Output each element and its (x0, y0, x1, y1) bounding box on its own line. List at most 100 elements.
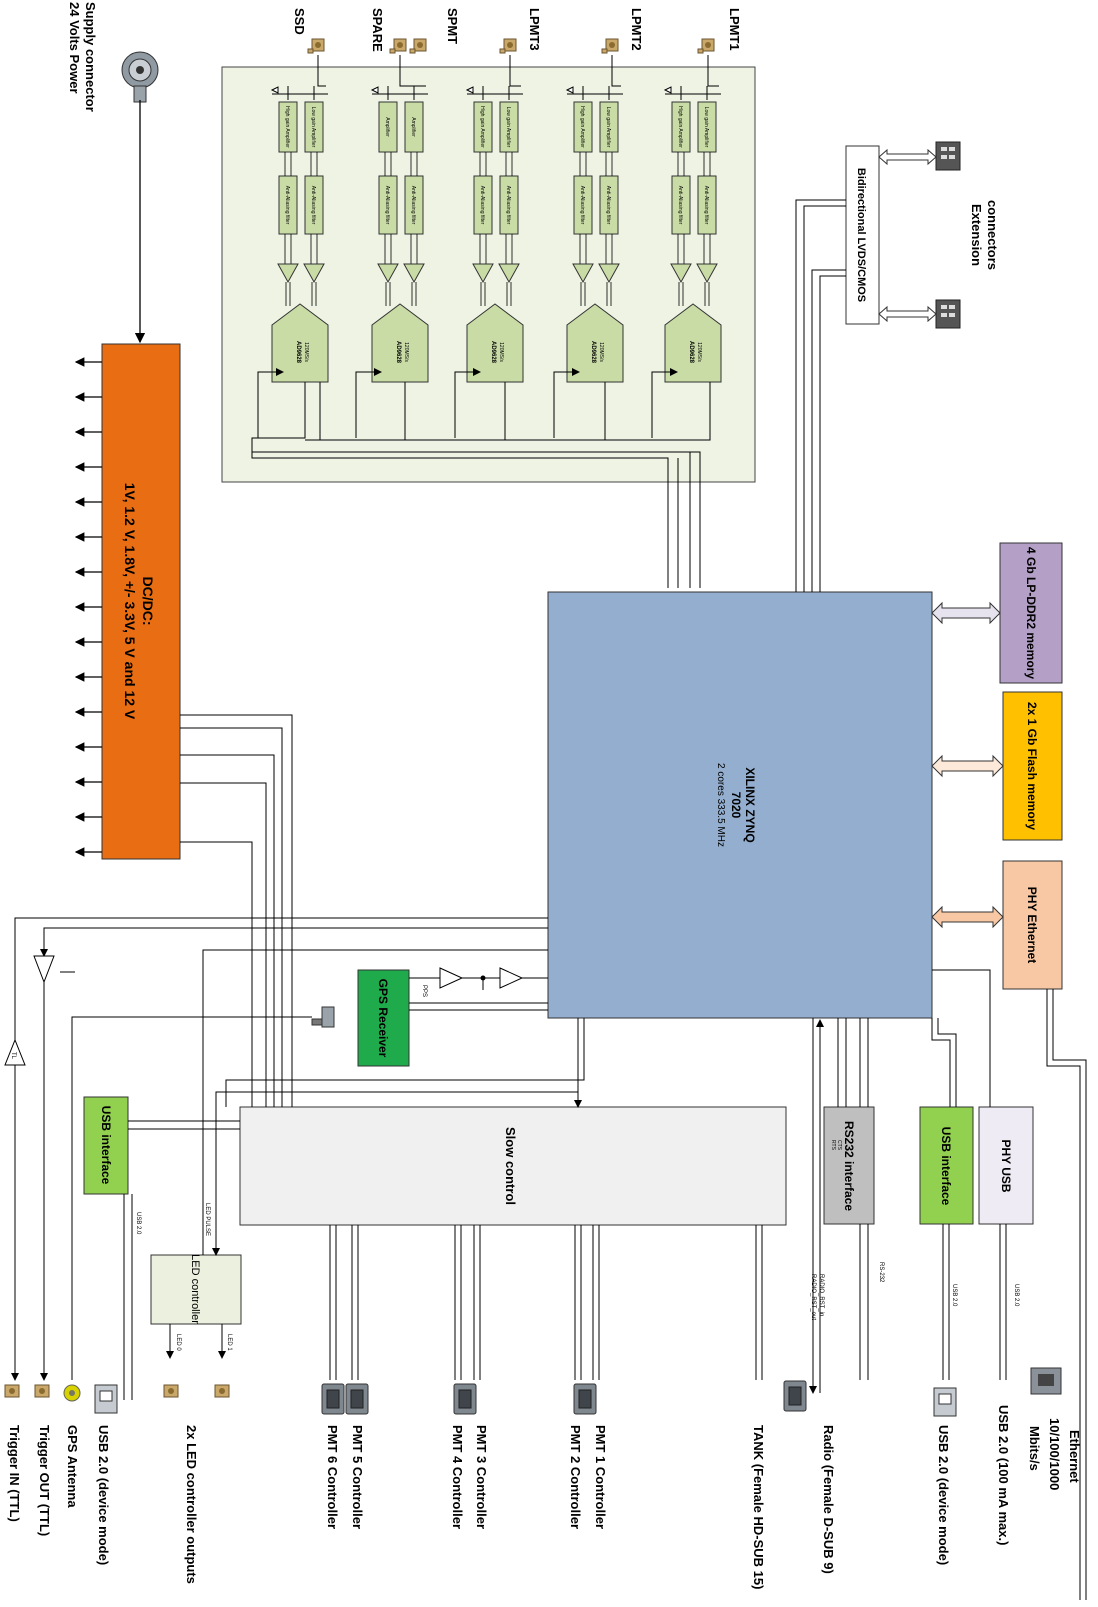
led-out1-label: LED 1 (226, 1334, 232, 1351)
led-controller-block (150, 1254, 242, 1325)
radio-rst-in-label: RADIO_RST_in (818, 1274, 824, 1316)
extension-connector-bottom-icon (935, 299, 961, 329)
coax-connector-icons (4, 1384, 230, 1398)
extension-label-1: Extension (969, 204, 984, 266)
usb-device-left-label: USB 2.0 (device mode) (96, 1425, 111, 1565)
pps-junction (480, 975, 486, 981)
ddr-memory-block (999, 542, 1063, 684)
gps-receiver-block (357, 969, 410, 1067)
extension-connector-top-icon (935, 141, 961, 171)
flash-memory-block (1002, 691, 1063, 841)
usb-interface-left-block (83, 1096, 129, 1195)
pps-buffer-2 (499, 967, 524, 989)
coax-spmt-icon (409, 38, 427, 54)
channel-label-lpmt2: LPMT2 (629, 8, 644, 51)
coax-lpmt2-icon (601, 38, 619, 54)
amp-lpmt1-0 (671, 101, 691, 153)
ext-bottom-arrow (878, 305, 937, 323)
amp-label-ssd-1: Low gain Amplifier (310, 107, 316, 148)
channel-label-ssd: SSD (292, 8, 307, 35)
phy-usb-label: PHY USB (999, 1139, 1013, 1192)
usb-device-left-icon (94, 1384, 118, 1414)
pmt5-label: PMT 5 Controller (350, 1425, 365, 1529)
dcdc-converter (101, 343, 181, 860)
filter-lpmt1-0 (671, 175, 691, 235)
filter-label-ssd-0: Anti-Aliasing filter (284, 186, 290, 225)
fpga-block (547, 591, 933, 1019)
led-controller-label: LED controller (189, 1254, 201, 1324)
amp-label-spare-1: Amplifier (410, 117, 416, 137)
adc-rate-lpmt3: 120MS/s (498, 342, 504, 362)
trigger-out-coax-icon (34, 1384, 50, 1398)
gps-antenna-cable-icon (311, 1006, 335, 1028)
amp-label-lpmt3-1: Low gain Amplifier (505, 107, 511, 148)
adc-label-lpmt1: AD9628 (688, 341, 694, 364)
pmt3-label: PMT 3 Controller (474, 1425, 489, 1529)
filter-label-spare-0: Anti-Aliasing filter (384, 186, 390, 225)
led1-coax-icon (214, 1384, 230, 1398)
filter-ssd-0 (278, 175, 298, 235)
pmt1-label: PMT 1 Controller (593, 1425, 608, 1529)
tank-label: TANK (Female HD-SUB 15) (751, 1425, 766, 1589)
amp-label-lpmt1-0: High gain Amplifier (677, 106, 683, 148)
tl-label: TL (10, 1052, 16, 1060)
phy-eth-bus-arrow (931, 905, 1004, 929)
filter-spare-0 (378, 175, 398, 235)
gps-antenna-label: GPS Antenna (65, 1425, 80, 1508)
filter-spare-1 (404, 175, 424, 235)
usb20-left-wire-label: USB 2.0 (135, 1212, 141, 1235)
amp-label-spare-0: Amplifier (384, 117, 390, 137)
dsub-connector-icons (321, 1380, 807, 1415)
ethernet-jack-icon (1030, 1367, 1062, 1395)
usb-host-label: USB 2.0 (100 mA max.) (996, 1405, 1011, 1545)
power-connector-icon (121, 51, 159, 103)
filter-lpmt2-1 (599, 175, 619, 235)
dcdc-output-arrows (74, 357, 102, 857)
fpga-model: 7020 (729, 792, 743, 819)
amp-lpmt2-0 (573, 101, 593, 153)
usb-device-right-icon (933, 1387, 957, 1417)
channel-label-lpmt1: LPMT1 (727, 8, 742, 51)
pmt6-dsub-icon (321, 1383, 345, 1415)
power-connector-label-1: 24 Volts Power (67, 2, 82, 94)
ethernet-label-2: 10/100/1000 (1047, 1418, 1062, 1490)
adc-rate-spare: 120MS/s (403, 342, 409, 362)
led-outputs-label: 2x LED controller outputs (184, 1425, 199, 1584)
ethernet-label-1: Ethernet (1067, 1430, 1082, 1483)
usb-interface-right-label: USB interface (939, 1127, 953, 1206)
filter-label-lpmt3-1: Anti-Aliasing filter (505, 186, 511, 225)
amp-ssd-1 (304, 101, 324, 153)
filter-lpmt3-1 (499, 175, 519, 235)
led-out0-label: LED 0 (175, 1334, 181, 1351)
radio-label: Radio (Female D-SUB 9) (821, 1425, 836, 1574)
gps-receiver-label: GPS Receiver (376, 979, 390, 1058)
filter-label-lpmt1-0: Anti-Aliasing filter (677, 186, 683, 225)
power-connector-label-2: Supply connector (83, 2, 98, 112)
pmt5-dsub-icon (345, 1383, 369, 1415)
wiring (11, 199, 1087, 1600)
flash-memory-label: 2x 1 Gb Flash memory (1025, 702, 1039, 830)
trigger-out-label: Trigger OUT (TTL) (37, 1425, 52, 1536)
adc-rate-lpmt2: 120MS/s (598, 342, 604, 362)
rs232-interface-label: RS232 interface (842, 1121, 856, 1211)
trigger-in-label: Trigger IN (TTL) (7, 1425, 22, 1522)
flash-bus-arrow (931, 754, 1004, 778)
coax-lpmt1-icon (697, 38, 715, 54)
channel-label-lpmt3: LPMT3 (527, 8, 542, 51)
usb20-phy-wire-label: USB 2.0 (1013, 1284, 1019, 1307)
amp-ssd-0 (278, 101, 298, 153)
phy-ethernet-block (1002, 860, 1063, 990)
usb20-right-wire-label: USB 2.0 (951, 1284, 957, 1307)
amp-lpmt3-1 (499, 101, 519, 153)
filter-label-lpmt1-1: Anti-Aliasing filter (703, 186, 709, 225)
coax-ssd-icon (307, 38, 325, 54)
amp-spare-1 (404, 101, 424, 153)
filter-label-ssd-1: Anti-Aliasing filter (310, 186, 316, 225)
usb-device-right-label: USB 2.0 (device mode) (936, 1425, 951, 1565)
lvds-bus-label: Bidirectional LVDS/CMOS (855, 168, 867, 302)
pmt6-label: PMT 6 Controller (325, 1425, 340, 1529)
phy-ethernet-label: PHY Ethernet (1025, 887, 1039, 963)
amp-label-ssd-0: High gain Amplifier (284, 106, 290, 148)
rs232-line-label: RS-232 (878, 1262, 884, 1283)
